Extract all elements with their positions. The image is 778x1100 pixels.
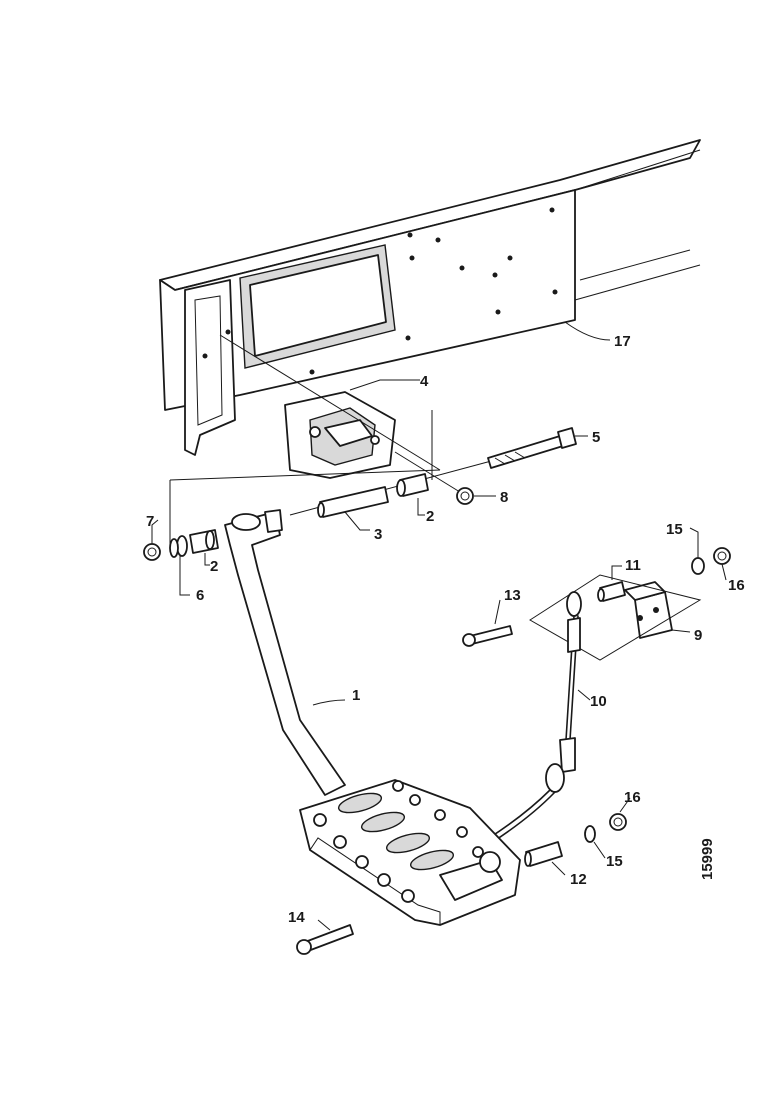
callout-16-upper: 16 <box>728 577 745 594</box>
pedal-arm-part-1 <box>224 509 346 796</box>
callout-9: 9 <box>694 627 702 644</box>
callout-7: 7 <box>146 513 154 530</box>
figure-number: 15999 <box>699 838 716 880</box>
frame-beam-part-17 <box>159 139 701 456</box>
washer-nut-parts-15-16-lower <box>584 797 631 859</box>
callout-5: 5 <box>592 429 600 446</box>
bushing-part-2-right <box>396 473 429 516</box>
callout-12: 12 <box>570 871 587 888</box>
callout-2-left: 2 <box>210 558 218 575</box>
bracket-part-9 <box>529 574 702 661</box>
callout-15-upper: 15 <box>666 521 683 538</box>
callout-6: 6 <box>196 587 204 604</box>
callout-15-lower: 15 <box>606 853 623 870</box>
washer-nut-parts-15-16-upper <box>689 527 731 581</box>
callout-16-lower: 16 <box>624 789 641 806</box>
callout-2-right: 2 <box>426 508 434 525</box>
callout-labels: 1 2 2 3 4 5 6 7 8 9 10 11 12 13 14 15 15… <box>146 333 745 926</box>
callout-3: 3 <box>374 526 382 543</box>
pin-part-12 <box>524 841 566 876</box>
callout-17: 17 <box>614 333 631 350</box>
callout-10: 10 <box>590 693 607 710</box>
callout-13: 13 <box>504 587 521 604</box>
left-hardware-parts-2-6-7 <box>143 519 219 596</box>
bracket-part-4 <box>284 379 420 479</box>
callout-1: 1 <box>352 687 360 704</box>
nut-part-8 <box>456 487 496 505</box>
callout-14: 14 <box>288 909 305 926</box>
bolt-part-14 <box>296 919 354 955</box>
sleeve-part-3 <box>317 486 389 531</box>
callout-8: 8 <box>500 489 508 506</box>
pin-part-11 <box>597 565 626 602</box>
callout-11: 11 <box>625 557 641 574</box>
long-bolt-part-5 <box>487 427 588 469</box>
pedal-plate <box>299 779 521 926</box>
callout-4: 4 <box>420 373 429 390</box>
bolt-part-13 <box>462 599 513 647</box>
cable-part-10 <box>469 591 591 854</box>
